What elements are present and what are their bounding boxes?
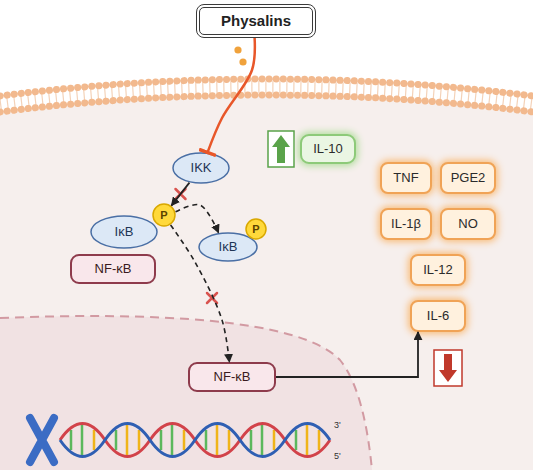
ligand-dot xyxy=(239,58,246,65)
mediator-box: NO xyxy=(440,208,496,240)
decrease-box xyxy=(434,350,462,386)
kinase-ellipse: IKK xyxy=(172,152,230,184)
up-arrow xyxy=(272,135,290,163)
node-text: IκB xyxy=(219,240,238,254)
node-shape xyxy=(91,216,157,248)
node-text: IL-6 xyxy=(427,309,449,323)
node-text: TNF xyxy=(393,171,418,185)
inhibitor-ellipse: IκB xyxy=(90,215,158,249)
chromosome xyxy=(30,418,54,462)
node-text: PGE2 xyxy=(451,171,486,185)
down-arrow xyxy=(439,354,457,382)
nuclear-envelope xyxy=(0,316,372,470)
increase-box xyxy=(268,131,294,167)
node-text: P xyxy=(160,209,167,221)
node-text: IκB xyxy=(115,225,134,239)
node-text: NF-κB xyxy=(95,262,132,276)
cytokine-box: IL-10 xyxy=(300,134,356,164)
connector xyxy=(171,183,189,206)
block-mark xyxy=(207,293,217,303)
connector xyxy=(276,332,418,377)
node-text: NO xyxy=(458,217,478,231)
transcription-factor-box: NF-κB xyxy=(70,254,156,284)
mediator-box: PGE2 xyxy=(440,162,496,194)
ligand-dot xyxy=(234,46,241,53)
node-text: IL-1β xyxy=(391,217,421,231)
node-shape xyxy=(173,153,229,183)
connector xyxy=(171,225,230,362)
phosphate-circle: P xyxy=(245,218,267,240)
node-text: IL-10 xyxy=(313,142,343,156)
node-shape xyxy=(153,204,175,226)
connector xyxy=(208,38,255,152)
lipid-heads xyxy=(0,95,533,112)
compound-box: Physalins xyxy=(196,4,316,38)
phosphate-circle: P xyxy=(152,203,176,227)
node-text: IL-12 xyxy=(423,263,453,277)
cytokine-box: TNF xyxy=(380,162,432,194)
dna-strand xyxy=(60,424,330,457)
node-text: Physalins xyxy=(221,13,291,30)
nucleus xyxy=(0,316,372,470)
strand-end-label: 3' xyxy=(334,420,341,430)
cytokine-box: IL-1β xyxy=(380,208,432,240)
node-text: P xyxy=(252,223,259,235)
cytokine-box: IL-6 xyxy=(410,300,466,332)
block-mark xyxy=(176,189,186,199)
transcription-factor-box: NF-κB xyxy=(188,362,276,392)
cytokine-box: IL-12 xyxy=(410,254,466,286)
node-shape xyxy=(199,233,257,261)
node-shape xyxy=(246,219,266,239)
dna-strand xyxy=(60,424,330,457)
connector xyxy=(176,205,219,233)
cell-interior xyxy=(0,95,533,470)
strand-end-label: 5' xyxy=(334,451,341,461)
node-text: NF-κB xyxy=(214,370,251,384)
node-text: IKK xyxy=(191,161,212,175)
